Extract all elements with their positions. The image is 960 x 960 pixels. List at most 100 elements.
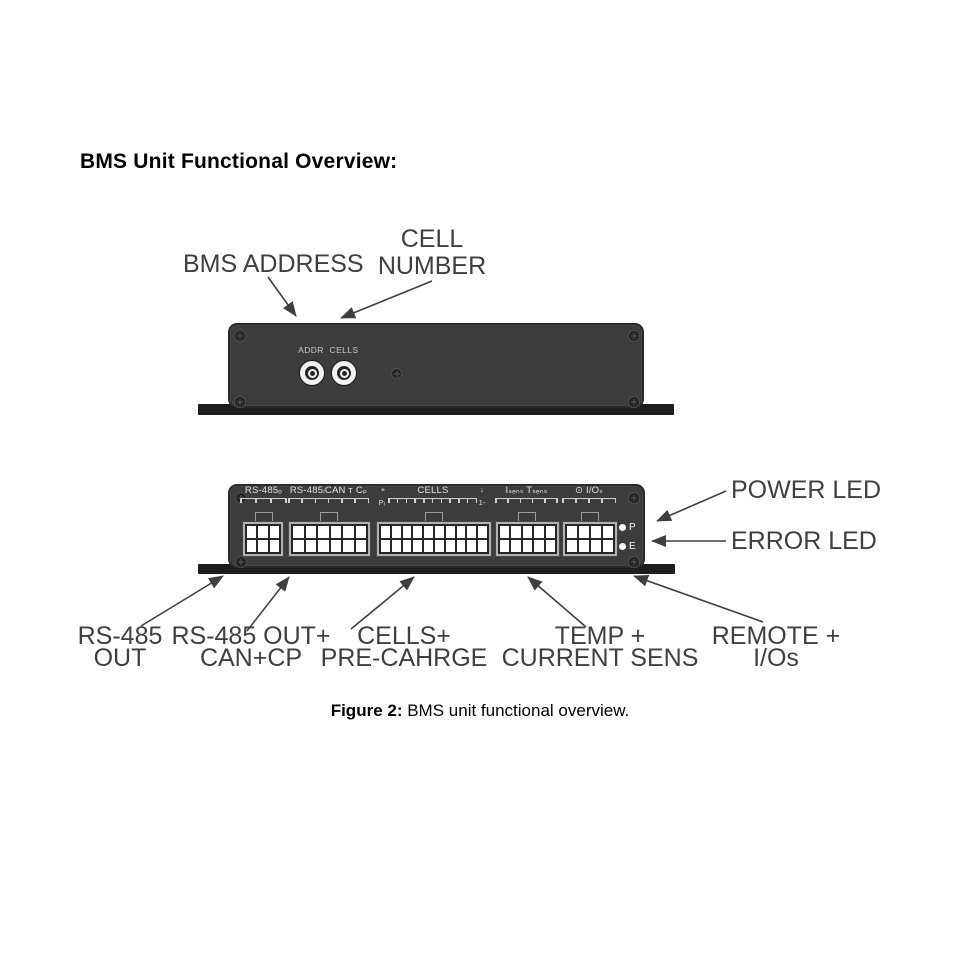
bracket-tick [495, 499, 497, 503]
connector-section-cells: CELLS + Pᵣ ↓ 1- [376, 485, 492, 557]
bracket-tick [354, 499, 356, 503]
connector-label: Iₛₑₙₛ Tₛₑₙₛ [505, 485, 548, 496]
pin [293, 526, 304, 538]
bracket-tick [388, 499, 390, 503]
bottom-device-mounting-flange [198, 564, 675, 574]
bracket-tick [270, 499, 272, 503]
screw-icon [235, 556, 247, 568]
pin [424, 540, 433, 552]
bracket-tick [440, 499, 442, 503]
cells-1minus-mark: 1- [478, 498, 486, 507]
pin [258, 540, 268, 552]
pin [330, 526, 341, 538]
pin [500, 540, 510, 552]
figure-caption: Figure 2: BMS unit functional overview. [8, 701, 952, 721]
rs485-out-arrow [140, 575, 224, 627]
bracket-tick [575, 499, 577, 503]
pin [467, 526, 477, 538]
callout-error-led: ERROR LED [731, 527, 877, 555]
cells-rotary-switch[interactable] [331, 360, 357, 386]
pin [381, 526, 390, 538]
callout-bms-address: BMS ADDRESS [183, 250, 364, 278]
bracket-tick [367, 499, 369, 503]
bracket-tick [341, 499, 343, 503]
pin [591, 540, 601, 552]
pin [318, 526, 329, 538]
addr-rotary-switch-ring [305, 366, 319, 380]
pin [402, 526, 412, 538]
connector-cells[interactable] [376, 521, 492, 557]
pin-bracket [240, 498, 287, 504]
pin-bracket [388, 498, 477, 504]
connector-section-sens: Iₛₑₙₛ Tₛₑₙₛ [495, 485, 560, 557]
screw-icon [628, 330, 640, 342]
pin [391, 526, 401, 538]
pin [318, 540, 329, 552]
error-led-letter: E [629, 541, 636, 552]
pin [355, 540, 366, 552]
connector-sens[interactable] [495, 521, 560, 557]
pin [478, 526, 487, 538]
pin [391, 540, 401, 552]
bracket-tick [466, 499, 469, 503]
bracket-tick [601, 499, 603, 503]
pin [579, 526, 589, 538]
connector-rs485-can[interactable] [288, 521, 371, 557]
bracket-tick [475, 499, 477, 503]
pin [413, 540, 423, 552]
pin [579, 540, 589, 552]
remote-arrow [633, 575, 764, 623]
connector-ios[interactable] [562, 521, 618, 557]
pin [435, 526, 444, 538]
cells-rotary-switch-ring [337, 366, 351, 380]
bracket-tick [288, 499, 290, 503]
connector-latch [320, 512, 338, 524]
pin [511, 526, 521, 538]
bracket-tick [588, 499, 590, 503]
connector-label: ⊙ I/Oₛ [574, 485, 603, 496]
pin [456, 526, 466, 538]
callout-cell-number-line1: CELL [400, 225, 464, 253]
pin [330, 540, 341, 552]
top-device-mounting-flange [198, 404, 674, 415]
pin [424, 526, 433, 538]
cells-pr-mark: Pᵣ [378, 498, 386, 507]
screw-icon [234, 396, 246, 408]
callout-temp-current: TEMP + CURRENT SENS [501, 622, 699, 672]
connector-label: RS-485ₒ [244, 485, 283, 496]
pin [381, 540, 390, 552]
pin [413, 526, 423, 538]
pin [511, 540, 521, 552]
temp-arrow [527, 576, 587, 628]
screw-icon [628, 556, 640, 568]
bracket-tick [240, 499, 242, 503]
power-led [619, 524, 626, 531]
bms-address-arrow [267, 276, 297, 317]
bracket-tick [431, 499, 434, 503]
bracket-tick [414, 499, 416, 503]
pin [445, 540, 455, 552]
pin [534, 540, 544, 552]
pin [343, 540, 354, 552]
bracket-tick [396, 499, 399, 503]
callout-rs485-out: RS-485 OUT [77, 622, 163, 672]
bracket-tick [507, 499, 509, 503]
pin [603, 540, 613, 552]
bracket-tick [327, 499, 330, 503]
pin [591, 526, 601, 538]
pin [500, 526, 510, 538]
pin [343, 526, 354, 538]
bracket-tick [531, 499, 534, 503]
callout-cells-precharge: CELLS+ PRE-CAHRGE [320, 622, 488, 672]
connector-rs485-out[interactable] [242, 521, 284, 557]
callout-cell-number: CELL NUMBER [373, 226, 491, 280]
error-led [619, 543, 626, 550]
pin [305, 540, 316, 552]
cells-plus-mark: + [380, 485, 386, 494]
pin [522, 526, 533, 538]
bracket-tick [562, 499, 564, 503]
pin [603, 526, 613, 538]
bracket-tick [314, 499, 316, 503]
addr-rotary-switch[interactable] [299, 360, 325, 386]
cells-arrow-mark: ↓ [480, 485, 484, 494]
